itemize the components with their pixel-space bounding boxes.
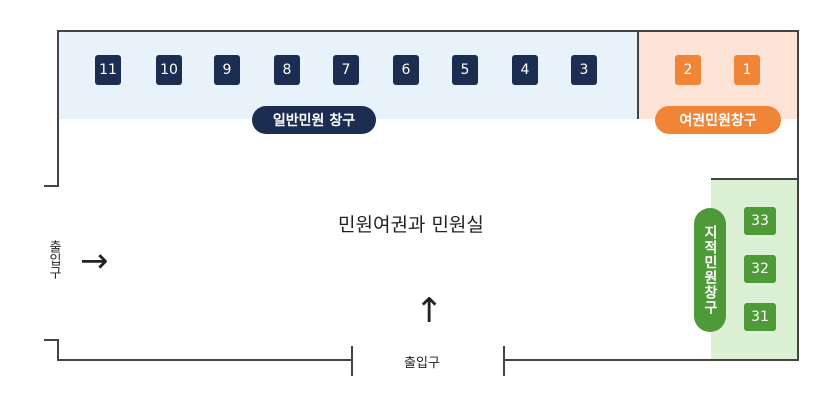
counter-5: 5: [452, 55, 478, 85]
cadastral-counter-label: 지적민원창구: [694, 208, 726, 332]
counter-1: 1: [734, 55, 760, 85]
room-title: 민원여권과 민원실: [338, 214, 484, 236]
wall-bottom-left: [44, 339, 352, 361]
counter-2: 2: [675, 55, 701, 85]
left-entrance-label: 출입구: [46, 240, 61, 279]
counter-9: 9: [214, 55, 240, 85]
wall-bottom-right: [504, 179, 799, 361]
counter-11: 11: [95, 55, 121, 85]
general-counter-label: 일반민원 창구: [252, 106, 376, 134]
arrow-up-icon: ↑: [415, 291, 444, 331]
wall-top: [44, 30, 799, 187]
passport-counter-zone: [638, 31, 798, 119]
bottom-entrance-label: 출입구: [404, 356, 440, 371]
counter-7: 7: [333, 55, 359, 85]
counter-10: 10: [156, 55, 182, 85]
counter-32: 32: [744, 255, 776, 283]
counter-3: 3: [571, 55, 597, 85]
counter-8: 8: [274, 55, 300, 85]
passport-counter-label: 여권민원창구: [655, 106, 781, 134]
counter-4: 4: [512, 55, 538, 85]
counter-33: 33: [744, 207, 776, 235]
counter-6: 6: [393, 55, 419, 85]
arrow-right-icon: →: [80, 241, 109, 281]
counter-31: 31: [744, 303, 776, 331]
